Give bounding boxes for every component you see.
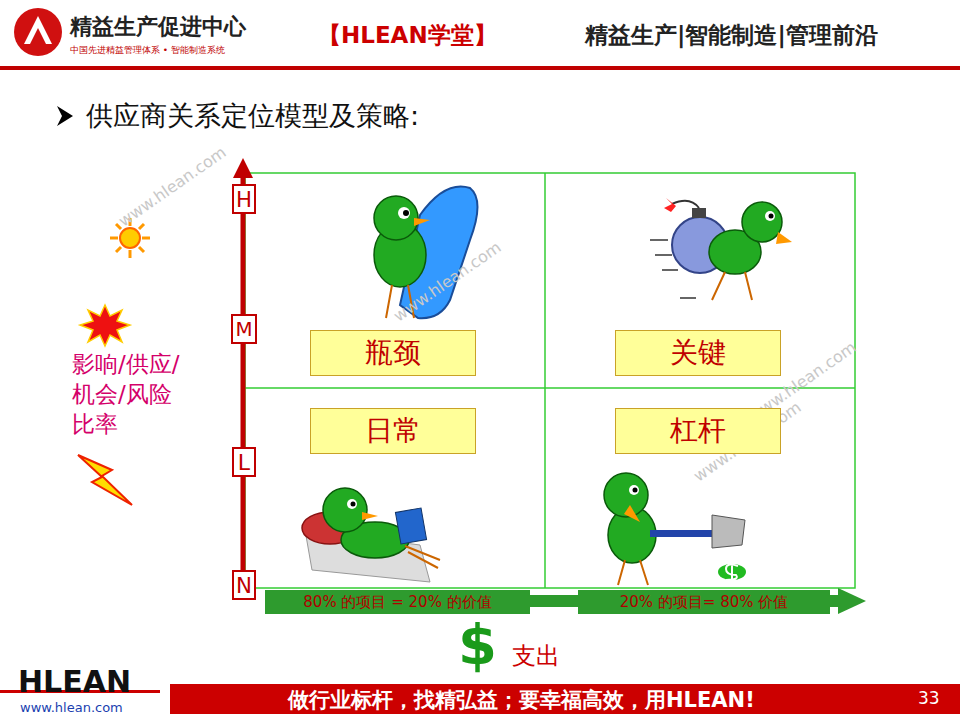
quadrant-box: 杠杆 [615, 408, 781, 454]
footer-logo: HLEAN [18, 664, 131, 699]
leverage-bird [604, 473, 746, 585]
node-text: 日常 [365, 412, 421, 450]
node-text: 20% 的项目= 80% 价值 [620, 593, 789, 612]
dollar-symbol: $ [458, 612, 497, 677]
node-text: L [238, 450, 250, 475]
lightning-icon [78, 455, 132, 505]
node-text: M [235, 318, 252, 341]
burst-icon [80, 305, 130, 346]
node-text: N [236, 573, 252, 598]
axis-level-box: H [232, 184, 256, 214]
grid-line [544, 173, 546, 588]
x-axis [830, 595, 840, 607]
y-axis [241, 176, 246, 596]
node-text: H [236, 187, 252, 212]
node-text: 瓶颈 [365, 334, 421, 372]
logo-circle [14, 8, 62, 56]
school-name: 【HLEAN学堂】 [318, 20, 497, 51]
logo-mark [24, 16, 52, 44]
node-text: 关键 [670, 334, 726, 372]
y-axis-label: 影响/供应/机会/风险比率 [72, 350, 190, 440]
spend-bar: 80% 的项目 = 20% 的价值 [265, 590, 530, 614]
spend-bar: 20% 的项目= 80% 价值 [578, 590, 830, 614]
y-axis-head [233, 158, 253, 178]
logo-mark [30, 28, 46, 44]
brand-subtitle: 中国先进精益管理体系 • 智能制造系统 [70, 44, 225, 57]
header-tagline: 精益生产|智能制造|管理前沿 [585, 20, 878, 51]
footer-slogan: 做行业标杆，找精弘益；要幸福高效，用HLEAN! [288, 686, 755, 714]
footer-url: www.hlean.com [20, 700, 123, 715]
header-rule [0, 66, 960, 70]
page-number: 33 [918, 688, 940, 708]
grid-line [245, 387, 855, 389]
quadrant-box: 日常 [310, 408, 476, 454]
node-text: 杠杆 [670, 412, 726, 450]
brand-name: 精益生产促进中心 [70, 12, 246, 42]
quadrant-box: 关键 [615, 330, 781, 376]
x-axis-label: 支出 [512, 640, 560, 672]
axis-level-box: N [232, 570, 256, 600]
title-bullet [57, 106, 73, 126]
axis-level-box: M [231, 314, 257, 344]
quadrant-box: 瓶颈 [310, 330, 476, 376]
footer-band [170, 684, 960, 714]
routine-bird [302, 488, 440, 582]
x-axis-head [838, 588, 866, 614]
x-axis [530, 595, 578, 607]
node-text: 80% 的项目 = 20% 的价值 [303, 593, 491, 612]
slide-title: 供应商关系定位模型及策略: [86, 98, 419, 134]
watermark: www.hlean.com [115, 142, 230, 230]
grid-frame [245, 173, 855, 588]
critical-bird [650, 198, 792, 300]
axis-level-box: L [232, 447, 256, 477]
